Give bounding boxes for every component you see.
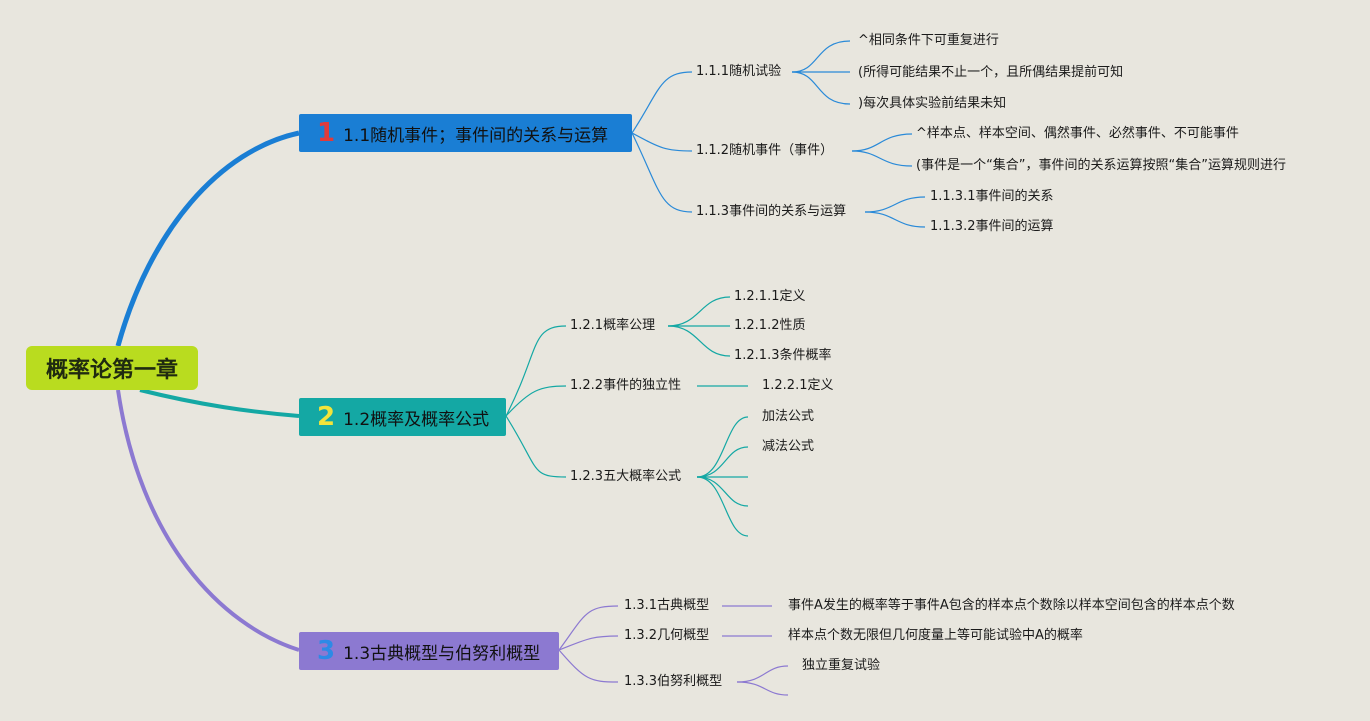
leaf-1-2-1-c[interactable]: 1.2.1.3条件概率 xyxy=(734,348,832,363)
leaf-1-3-2-a[interactable]: 样本点个数无限但几何度量上等可能试验中A的概率 xyxy=(788,628,1083,643)
leaf-1-3-1-a[interactable]: 事件A发生的概率等于事件A包含的样本点个数除以样本空间包含的样本点个数 xyxy=(788,598,1235,613)
branch-2-label: 1.2概率及概率公式 xyxy=(343,409,490,430)
subtopic-1-1-2[interactable]: 1.1.2随机事件（事件） xyxy=(696,143,834,158)
leaf-1-1-1-a[interactable]: ^相同条件下可重复进行 xyxy=(858,33,999,48)
leaf-1-2-3-a[interactable]: 加法公式 xyxy=(762,409,815,424)
leaf-1-2-1-a[interactable]: 1.2.1.1定义 xyxy=(734,289,806,304)
branch-3-topic[interactable]: 3 1.3古典概型与伯努利概型 xyxy=(299,632,559,670)
leaf-1-1-1-c[interactable]: )每次具体实验前结果未知 xyxy=(858,96,1007,111)
subtopic-1-2-2[interactable]: 1.2.2事件的独立性 xyxy=(570,378,682,393)
branch-1-topic[interactable]: 1 1.1随机事件；事件间的关系与运算 xyxy=(299,114,632,152)
leaf-1-2-2-a[interactable]: 1.2.2.1定义 xyxy=(762,378,834,393)
branch-2-number-icon: 2 xyxy=(317,402,336,432)
leaf-1-3-3-a[interactable]: 独立重复试验 xyxy=(802,658,881,673)
branch-1-number-icon: 1 xyxy=(317,118,336,148)
leaf-1-1-3-b[interactable]: 1.1.3.2事件间的运算 xyxy=(930,219,1054,234)
subtopic-1-2-1[interactable]: 1.2.1概率公理 xyxy=(570,318,656,333)
subtopic-1-1-1[interactable]: 1.1.1随机试验 xyxy=(696,64,782,79)
subtopic-1-3-2[interactable]: 1.3.2几何概型 xyxy=(624,628,710,643)
subtopic-1-3-1[interactable]: 1.3.1古典概型 xyxy=(624,598,710,613)
leaf-1-1-1-b[interactable]: (所得可能结果不止一个，且所偶结果提前可知 xyxy=(858,65,1124,80)
leaf-1-1-3-a[interactable]: 1.1.3.1事件间的关系 xyxy=(930,189,1054,204)
branch-1-label: 1.1随机事件；事件间的关系与运算 xyxy=(343,125,609,146)
leaf-1-2-3-b[interactable]: 减法公式 xyxy=(762,439,815,454)
subtopic-1-2-3[interactable]: 1.2.3五大概率公式 xyxy=(570,469,682,484)
branch-3-number-icon: 3 xyxy=(317,636,336,666)
subtopic-1-1-3[interactable]: 1.1.3事件间的关系与运算 xyxy=(696,204,847,219)
leaf-1-1-2-b[interactable]: (事件是一个“集合”，事件间的关系运算按照“集合”运算规则进行 xyxy=(916,158,1287,173)
leaf-1-2-1-b[interactable]: 1.2.1.2性质 xyxy=(734,318,806,333)
branch-3-label: 1.3古典概型与伯努利概型 xyxy=(343,643,541,664)
subtopic-1-3-3[interactable]: 1.3.3伯努利概型 xyxy=(624,674,723,689)
branch-2-topic[interactable]: 2 1.2概率及概率公式 xyxy=(299,398,506,436)
leaf-1-1-2-a[interactable]: ^样本点、样本空间、偶然事件、必然事件、不可能事件 xyxy=(916,126,1239,141)
root-topic[interactable]: 概率论第一章 xyxy=(26,346,198,390)
